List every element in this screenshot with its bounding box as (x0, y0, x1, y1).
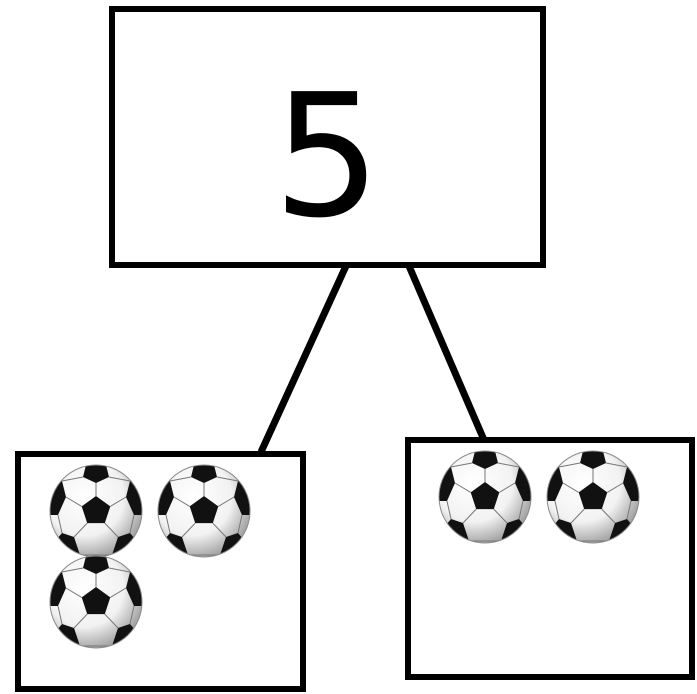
connector-left (261, 266, 346, 452)
whole-number: 5 (273, 58, 381, 256)
whole-box: 5 (112, 9, 543, 265)
connector-right (409, 266, 484, 440)
